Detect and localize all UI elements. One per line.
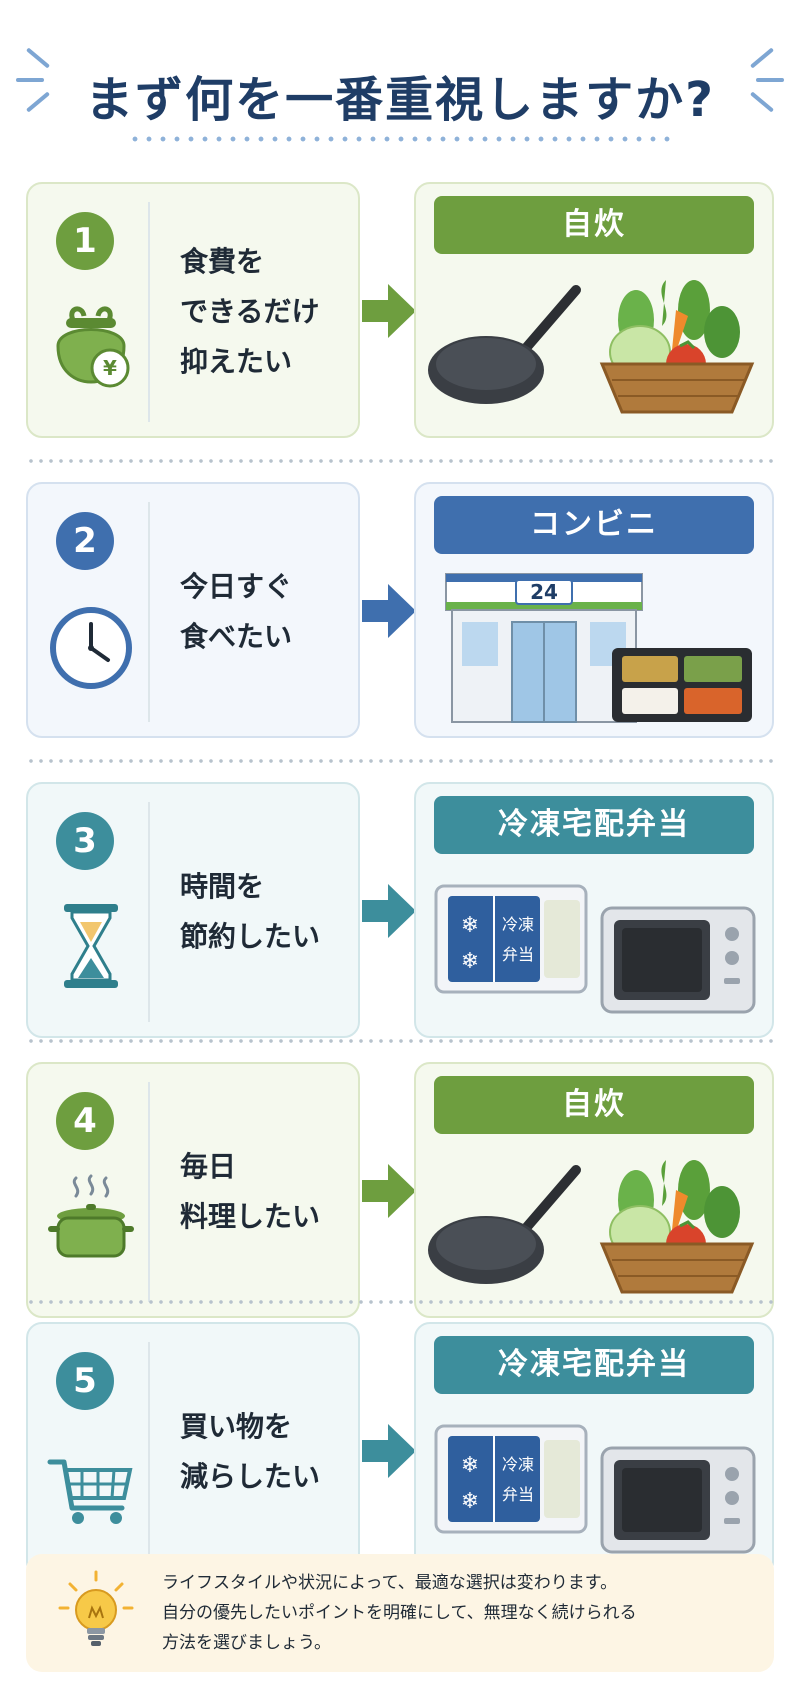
step-number: 5: [56, 1352, 114, 1410]
page-title: まず何を一番重視しますか?: [85, 72, 715, 128]
row-separator: [26, 459, 774, 463]
shopping-cart-icon: [46, 1434, 136, 1534]
svg-text:❄: ❄: [461, 949, 479, 974]
frying-pan-and-vegetable-basket-illustration: [426, 1140, 766, 1312]
store-sign: 24: [530, 580, 558, 604]
priority-card: 3 時間を節約したい: [26, 782, 360, 1038]
option-title: コンビニ: [434, 496, 754, 554]
option-title: 自炊: [434, 1076, 754, 1134]
priority-card: 4 毎日料理したい: [26, 1062, 360, 1318]
priority-text-line: 減らしたい: [180, 1460, 321, 1493]
right-arrow-icon: [362, 884, 416, 938]
priority-text-line: できるだけ: [180, 295, 320, 328]
option-title: 冷凍宅配弁当: [434, 1336, 754, 1394]
option-title: 自炊: [434, 196, 754, 254]
package-label: 弁当: [502, 945, 534, 964]
priority-text-line: 抑えたい: [180, 345, 293, 378]
choice-row: 1 ¥ 食費をできるだけ抑えたい 自炊: [26, 182, 774, 438]
frying-pan-icon: [428, 1165, 581, 1284]
option-card: 冷凍宅配弁当 ❄ ❄ 冷凍弁当: [414, 782, 774, 1038]
card-divider: [148, 1082, 150, 1302]
tip-text: ライフスタイルや状況によって、最適な選択は変わります。 自分の優先したいポイント…: [162, 1568, 762, 1658]
vegetable-basket-icon: [599, 280, 755, 414]
priority-text-line: 節約したい: [180, 920, 321, 953]
option-card: 冷凍宅配弁当 ❄ ❄ 冷凍弁当: [414, 1322, 774, 1578]
svg-text:❄: ❄: [461, 1453, 479, 1478]
priority-text: 今日すぐ食べたい: [180, 484, 355, 740]
hourglass-icon: [46, 894, 136, 994]
title-underline: [128, 136, 672, 142]
package-label: 弁当: [502, 1485, 534, 1504]
tip-line: 方法を選びましょう。: [162, 1633, 331, 1653]
priority-text-line: 時間を: [180, 870, 265, 903]
right-arrow-icon: [362, 1424, 416, 1478]
frozen-bento-and-microwave-illustration: ❄ ❄ 冷凍弁当: [426, 860, 766, 1032]
vegetable-basket-icon: [599, 1160, 755, 1294]
light-bulb-icon: [58, 1570, 134, 1646]
svg-text:¥: ¥: [103, 356, 117, 380]
step-number: 1: [56, 212, 114, 270]
card-divider: [148, 802, 150, 1022]
right-arrow-icon: [362, 584, 416, 638]
option-card: コンビニ 24: [414, 482, 774, 738]
card-divider: [148, 502, 150, 722]
option-title: 冷凍宅配弁当: [434, 796, 754, 854]
step-number: 3: [56, 812, 114, 870]
priority-text-line: 買い物を: [180, 1410, 293, 1443]
row-separator: [26, 1039, 774, 1043]
tip-line: 自分の優先したいポイントを明確にして、無理なく続けられる: [162, 1603, 637, 1623]
choice-row: 2 今日すぐ食べたい コンビニ 24: [26, 482, 774, 738]
clock-icon: [46, 594, 136, 694]
frozen-bento-and-microwave-illustration: ❄ ❄ 冷凍弁当: [426, 1400, 766, 1572]
card-divider: [148, 202, 150, 422]
svg-text:❄: ❄: [461, 913, 479, 938]
header: まず何を一番重視しますか?: [0, 0, 800, 150]
choice-row: 5 買い物を減らしたい 冷凍宅配弁当 ❄ ❄ 冷凍弁当: [26, 1322, 774, 1578]
priority-text: 毎日料理したい: [180, 1064, 355, 1320]
card-divider: [148, 1342, 150, 1562]
option-card: 自炊: [414, 182, 774, 438]
sparkle-line-icon: [16, 78, 44, 82]
microwave-icon: [600, 1446, 756, 1554]
step-number: 2: [56, 512, 114, 570]
microwave-icon: [600, 906, 756, 1014]
row-separator: [26, 1300, 774, 1304]
priority-text: 食費をできるだけ抑えたい: [180, 184, 355, 440]
tip-line: ライフスタイルや状況によって、最適な選択は変わります。: [162, 1573, 618, 1593]
priority-card: 1 ¥ 食費をできるだけ抑えたい: [26, 182, 360, 438]
frying-pan-and-vegetable-basket-illustration: [426, 260, 766, 432]
option-card: 自炊: [414, 1062, 774, 1318]
row-separator: [26, 759, 774, 763]
priority-text-line: 毎日: [180, 1150, 237, 1183]
priority-text-line: 今日すぐ: [180, 570, 293, 603]
cooking-pot-icon: [46, 1174, 136, 1274]
step-number: 4: [56, 1092, 114, 1150]
package-label: 冷凍: [502, 1455, 534, 1474]
frying-pan-icon: [428, 285, 581, 404]
priority-text-line: 料理したい: [180, 1200, 321, 1233]
tip-box: ライフスタイルや状況によって、最適な選択は変わります。 自分の優先したいポイント…: [26, 1554, 774, 1672]
choice-row: 3 時間を節約したい 冷凍宅配弁当 ❄ ❄ 冷凍弁当: [26, 782, 774, 1038]
choice-row: 4 毎日料理したい 自炊: [26, 1062, 774, 1318]
priority-text-line: 食費を: [180, 245, 265, 278]
package-label: 冷凍: [502, 915, 534, 934]
priority-text-line: 食べたい: [180, 620, 293, 653]
sparkle-line-icon: [756, 78, 784, 82]
convenience-store-icon: 24: [445, 573, 643, 723]
convenience-store-and-bento-illustration: 24: [426, 560, 766, 732]
priority-card: 2 今日すぐ食べたい: [26, 482, 360, 738]
priority-text: 買い物を減らしたい: [180, 1324, 355, 1580]
bento-box-icon: [612, 648, 752, 722]
right-arrow-icon: [362, 1164, 416, 1218]
right-arrow-icon: [362, 284, 416, 338]
priority-text: 時間を節約したい: [180, 784, 355, 1040]
priority-card: 5 買い物を減らしたい: [26, 1322, 360, 1578]
svg-text:❄: ❄: [461, 1489, 479, 1514]
yen-purse-icon: ¥: [46, 294, 136, 394]
